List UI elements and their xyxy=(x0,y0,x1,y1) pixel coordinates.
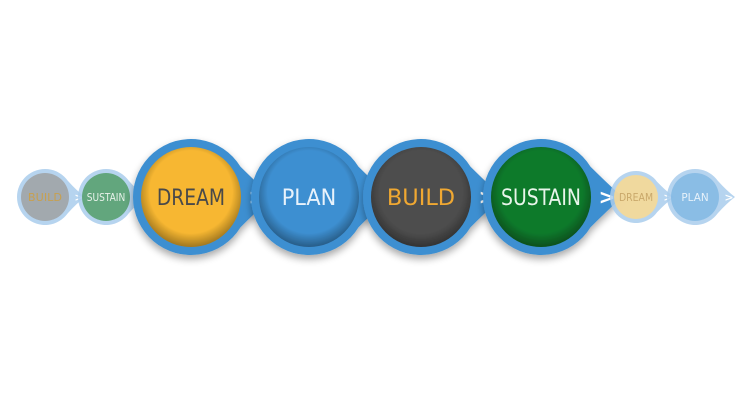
stage-label: SUSTAIN xyxy=(501,186,581,211)
stage-node: DREAM> xyxy=(610,171,674,224)
stage-label: BUILD xyxy=(387,186,455,211)
stage-label: PLAN xyxy=(282,186,337,211)
stage-label: BUILD xyxy=(28,191,63,204)
stage-node: BUILD> xyxy=(362,139,503,255)
arrow-icon: > xyxy=(724,191,733,204)
stage-label: PLAN xyxy=(681,191,708,204)
stage-node: PLAN > xyxy=(667,168,735,225)
stage-node: SUSTAIN> xyxy=(483,139,623,255)
stage-circle xyxy=(82,173,130,221)
stage-node: SUSTAIN> xyxy=(77,169,146,225)
stage-circle-shade xyxy=(141,147,241,247)
stage-node: PLAN> xyxy=(250,139,391,255)
stage-label: SUSTAIN xyxy=(87,191,125,204)
stage-node: BUILD> xyxy=(17,169,86,225)
stage-circle xyxy=(21,173,69,221)
stage-label: DREAM xyxy=(157,186,225,211)
stage-label: DREAM xyxy=(619,191,653,204)
stage-circle xyxy=(671,173,719,221)
stage-circle xyxy=(614,175,658,219)
stage-circle-shade xyxy=(491,147,591,247)
stage-node: DREAM> xyxy=(132,139,273,255)
stage-circle-shade xyxy=(371,147,471,247)
stage-circle-shade xyxy=(259,147,359,247)
